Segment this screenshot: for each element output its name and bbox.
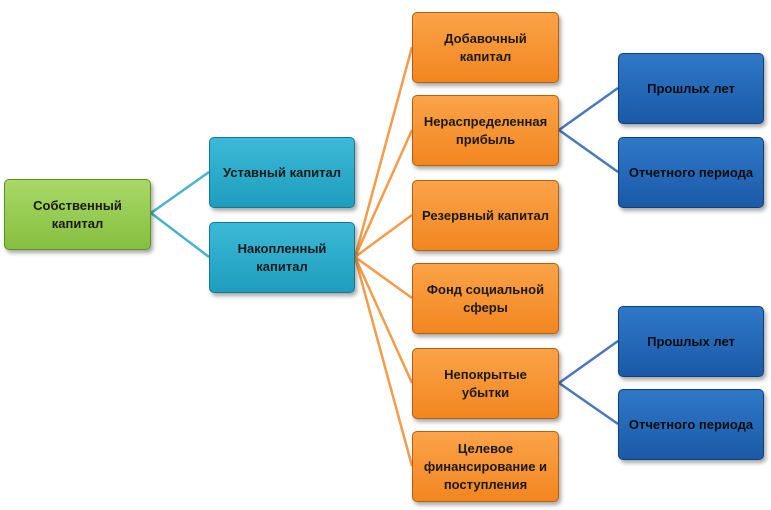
node-label: Уставный капитал	[222, 164, 342, 180]
node-nepokrytye-otchetnogo-perioda: Отчетного периода	[618, 389, 764, 460]
node-label: Непокрытые убытки	[444, 366, 527, 400]
node-label: Фонд социальной сферы	[426, 281, 545, 315]
node-tselevoe-finansirovanie: Целевое финансирование и поступления	[412, 431, 559, 502]
node-ustavny-kapital: Уставный капитал	[209, 137, 355, 208]
node-label: Целевое финансирование и поступления	[423, 440, 548, 492]
connector-nakop-neraspred	[353, 129, 414, 258]
connector-root-nakoplenny	[150, 212, 210, 258]
connector-root-ustavny	[150, 170, 210, 215]
node-sobstvenny-kapital: Собственный капитал	[4, 179, 151, 250]
connector-nakop-rezervny	[354, 213, 413, 259]
connector-nakop-fond	[354, 255, 413, 300]
node-label: Нераспределенная прибыль	[423, 113, 548, 147]
connector-nepokrytye-otchetnogo	[558, 381, 619, 426]
node-label: Отчетного периода	[628, 164, 754, 180]
connector-nakop-dobavochny	[353, 46, 414, 258]
node-label: Прошлых лет	[647, 80, 735, 96]
connector-nakop-nepokrytye	[353, 256, 414, 384]
connector-nepokrytye-proshlyh	[558, 339, 619, 385]
node-dobavochny-kapital: Добавочный капитал	[412, 12, 559, 83]
node-neraspred-otchetnogo-perioda: Отчетного периода	[618, 137, 764, 208]
connector-neraspred-proshlyh	[558, 86, 619, 132]
node-nakoplenny-kapital: Накопленный капитал	[209, 222, 355, 293]
node-nepokrytye-ubytki: Непокрытые убытки	[412, 348, 559, 419]
connector-neraspred-otchetnogo	[558, 128, 619, 174]
node-label: Накопленный капитал	[237, 240, 327, 274]
node-label: Отчетного периода	[628, 416, 754, 432]
node-nepokrytye-proshlyh-let: Прошлых лет	[618, 306, 764, 377]
node-label: Собственный капитал	[33, 197, 122, 231]
node-label: Прошлых лет	[647, 333, 735, 349]
node-neraspredelennaya-pribyl: Нераспределенная прибыль	[412, 95, 559, 166]
node-label: Добавочный капитал	[444, 30, 527, 64]
node-label: Резервный капитал	[421, 207, 550, 223]
node-fond-sotsialnoy-sfery: Фонд социальной сферы	[412, 263, 559, 334]
connector-nakop-tselevoe	[353, 256, 414, 467]
node-neraspred-proshlyh-let: Прошлых лет	[618, 53, 764, 124]
node-rezervny-kapital: Резервный капитал	[412, 180, 559, 251]
